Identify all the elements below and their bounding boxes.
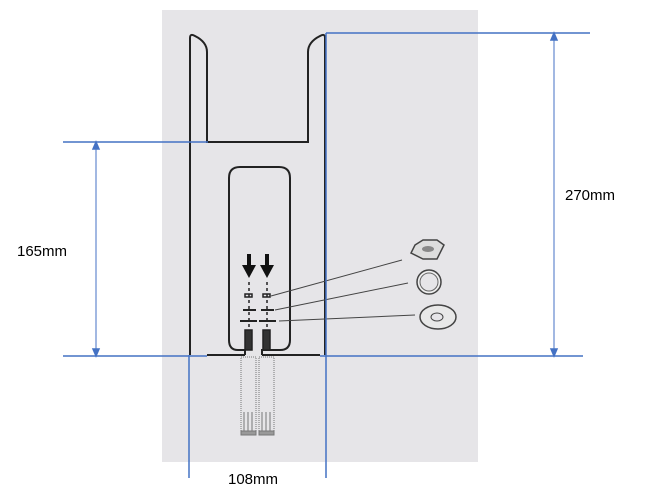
dimension-lines <box>63 31 590 478</box>
bracket-outline <box>189 33 326 355</box>
height-270-label: 270mm <box>565 187 616 204</box>
anchor-bolts <box>240 356 275 436</box>
arrow-down-icon <box>242 254 274 278</box>
bolt-assembly <box>240 259 416 351</box>
height-165-label: 165mm <box>17 243 68 260</box>
width-108-label: 108mm <box>228 471 279 488</box>
slot-outline <box>228 166 291 355</box>
background-panel <box>162 10 478 462</box>
